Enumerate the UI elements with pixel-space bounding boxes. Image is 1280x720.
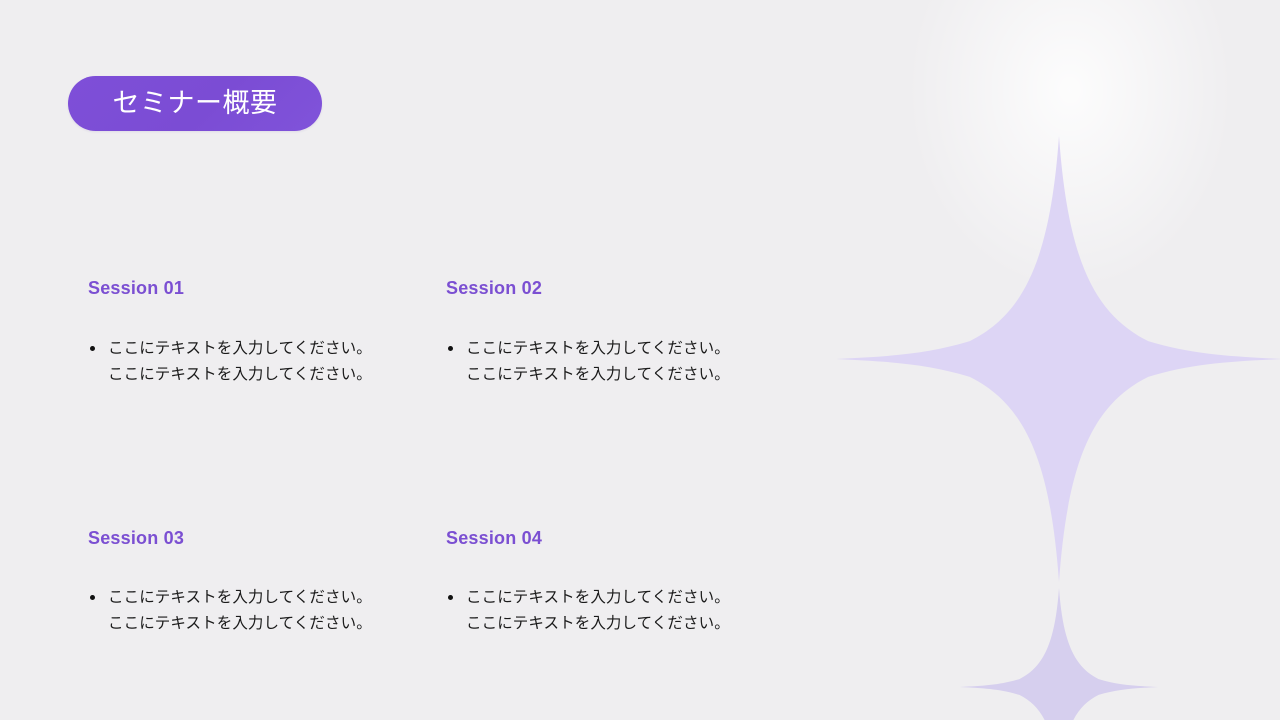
bullet-line-2: ここにテキストを入力してください。 <box>108 615 372 633</box>
bullet-line-2: ここにテキストを入力してください。 <box>466 615 730 633</box>
bullet-line-1: ここにテキストを入力してください。 <box>108 589 372 607</box>
bullet-line-2: ここにテキストを入力してください。 <box>466 365 730 383</box>
sparkle-bottom-icon <box>960 588 1158 720</box>
bullet-line-1: ここにテキストを入力してください。 <box>466 339 730 357</box>
bullet-line-1: ここにテキストを入力してください。 <box>466 589 730 607</box>
session-heading-03: Session 03 <box>88 527 185 548</box>
list-item: ここにテキストを入力してください。 ここにテキストを入力してください。 <box>446 336 786 388</box>
list-item: ここにテキストを入力してください。 ここにテキストを入力してください。 <box>88 336 428 388</box>
bullet-line-2: ここにテキストを入力してください。 <box>108 365 372 383</box>
sessions-grid: Session 01 ここにテキストを入力してください。 ここにテキストを入力し… <box>88 278 848 637</box>
session-bullets-04: ここにテキストを入力してください。 ここにテキストを入力してください。 <box>446 585 786 637</box>
session-heading-04: Session 04 <box>446 527 543 548</box>
session-block-02: Session 02 ここにテキストを入力してください。 ここにテキストを入力し… <box>446 278 786 388</box>
list-item: ここにテキストを入力してください。 ここにテキストを入力してください。 <box>446 585 786 637</box>
session-block-03: Session 03 ここにテキストを入力してください。 ここにテキストを入力し… <box>88 528 428 638</box>
session-bullets-02: ここにテキストを入力してください。 ここにテキストを入力してください。 <box>446 336 786 388</box>
background-light-wash <box>900 0 1240 300</box>
page-title: セミナー概要 <box>112 88 278 118</box>
sparkle-main-icon <box>836 136 1280 582</box>
session-bullets-03: ここにテキストを入力してください。 ここにテキストを入力してください。 <box>88 585 428 637</box>
session-block-04: Session 04 ここにテキストを入力してください。 ここにテキストを入力し… <box>446 528 786 638</box>
session-heading-01: Session 01 <box>88 278 185 298</box>
slide-title-pill: セミナー概要 <box>68 76 322 131</box>
bullet-line-1: ここにテキストを入力してください。 <box>108 339 372 357</box>
session-bullets-01: ここにテキストを入力してください。 ここにテキストを入力してください。 <box>88 336 428 388</box>
list-item: ここにテキストを入力してください。 ここにテキストを入力してください。 <box>88 585 428 637</box>
session-heading-02: Session 02 <box>446 278 543 298</box>
session-block-01: Session 01 ここにテキストを入力してください。 ここにテキストを入力し… <box>88 278 428 388</box>
